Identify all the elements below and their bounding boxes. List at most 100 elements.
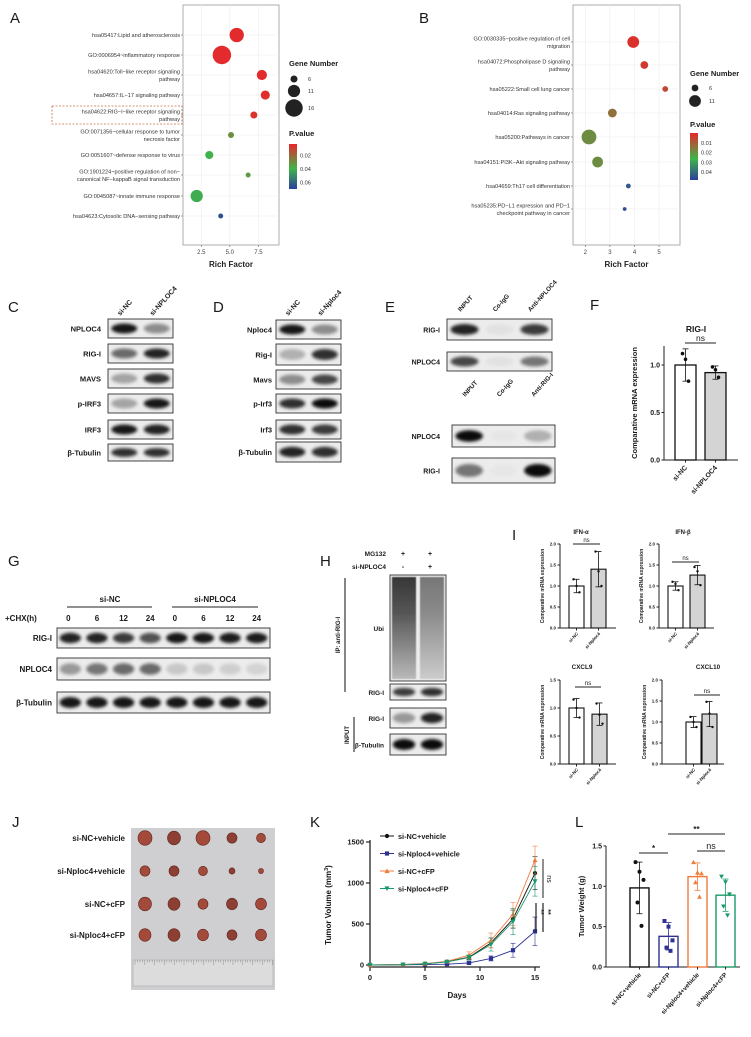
y-tick-label: 1500 xyxy=(347,838,364,847)
y-tick-label: 0.0 xyxy=(592,964,602,971)
color-legend-label: 0.04 xyxy=(300,167,311,173)
significance-label: * xyxy=(652,844,656,853)
color-legend-label: 0.02 xyxy=(701,151,712,157)
blot-band xyxy=(192,632,215,644)
blot-band xyxy=(279,398,306,409)
blot-row-label: IRF3 xyxy=(85,426,101,435)
condition-label: MG132 xyxy=(365,551,387,558)
panel-label-K: K xyxy=(310,814,320,831)
blot-row-label: β-Tubulin xyxy=(67,449,101,458)
size-legend-circle xyxy=(691,84,699,92)
size-legend-label: 6 xyxy=(308,77,311,83)
blot-row-label: RIG-I xyxy=(83,350,101,359)
panel-label-L: L xyxy=(575,814,583,831)
term-label: hsa05200:Pathways in cancer xyxy=(495,135,570,141)
time-point-label: 12 xyxy=(119,614,128,623)
blot-row-label: p-Irf3 xyxy=(253,400,272,409)
data-point xyxy=(384,868,390,874)
blot-row-label: RIG-I xyxy=(423,469,440,476)
blot-row-p-IRF3: p-IRF3 xyxy=(78,393,174,414)
x-category-label: si-NC xyxy=(685,767,697,780)
time-point-label: 24 xyxy=(146,614,155,623)
panel-label-E: E xyxy=(385,299,395,316)
blot-band xyxy=(112,663,135,675)
x-tick-label: 2.5 xyxy=(197,250,206,256)
blot-band xyxy=(485,324,514,335)
blot-band xyxy=(311,349,338,360)
blot-band xyxy=(143,373,170,384)
data-point xyxy=(572,698,575,701)
blot-band xyxy=(420,687,444,697)
x-tick-label: 7.5 xyxy=(254,250,263,256)
series-line xyxy=(369,881,536,966)
size-legend-label: 11 xyxy=(709,99,715,105)
x-category-label: si-Nploc4 xyxy=(584,631,602,650)
significance-label: ns xyxy=(585,680,592,687)
y-axis-title: Comparative mRNA expression xyxy=(630,347,639,459)
size-legend-title: Gene Number xyxy=(690,69,739,78)
data-point xyxy=(594,550,597,553)
x-tick-label: 5.0 xyxy=(226,250,235,256)
size-legend-title: Gene Number xyxy=(289,59,338,68)
y-tick-label: 1.5 xyxy=(550,678,557,683)
x-category-label: si-NC xyxy=(672,465,689,483)
blot-row-label: Ubi xyxy=(374,626,385,633)
data-point xyxy=(578,591,581,594)
y-tick-label: 0.0 xyxy=(550,626,557,631)
y-tick-label: 0.0 xyxy=(650,457,660,464)
data-point xyxy=(532,879,538,884)
y-axis-title-superscript: 3 xyxy=(324,868,330,871)
blot-panel-h: UbiRIG-IRIG-Iβ-TubulinMG132++si-NPLOC4-+… xyxy=(336,551,447,756)
tumor-row-label: si-NC+vehicle xyxy=(72,834,125,843)
chx-time-label: +CHX(h) xyxy=(5,614,37,623)
x-axis-title: Rich Factor xyxy=(209,260,253,269)
color-legend-label: 0.03 xyxy=(701,160,712,166)
blot-row-p-Irf3: p-Irf3 xyxy=(253,393,342,414)
blot-band xyxy=(143,348,170,359)
bar xyxy=(704,371,727,461)
y-tick-label: 0.5 xyxy=(650,410,660,417)
bubble-point xyxy=(627,36,640,48)
x-axis-title: Days xyxy=(447,991,467,1000)
color-legend-title: P.value xyxy=(289,129,314,138)
size-legend-label: 16 xyxy=(308,106,314,112)
significance-label: ** xyxy=(537,909,544,915)
blot-row-label: β-Tubulin xyxy=(238,448,272,457)
data-point xyxy=(532,857,538,863)
blot-band xyxy=(279,349,306,360)
y-tick-label: 1.0 xyxy=(650,362,660,369)
data-point xyxy=(575,706,578,710)
significance-label: ** xyxy=(544,909,551,915)
blot-row-label: NPLOC4 xyxy=(412,434,441,441)
data-point xyxy=(600,584,603,588)
blot-band xyxy=(524,430,552,442)
data-point xyxy=(693,565,696,569)
term-label: hsa04622:RIG−I−like receptor signaling xyxy=(82,110,180,116)
blot-band xyxy=(143,323,170,334)
size-legend-label: 11 xyxy=(308,89,314,95)
x-tick-label: 2 xyxy=(584,250,588,256)
y-tick-label: 500 xyxy=(351,920,364,929)
panel-label-B: B xyxy=(419,10,429,27)
data-point xyxy=(686,379,691,383)
time-point-label: 6 xyxy=(95,614,100,623)
tumor-row-label: si-Nploc4+vehicle xyxy=(57,867,125,876)
blot-row-Rig-I: Rig-I xyxy=(255,343,342,366)
data-point xyxy=(711,725,714,729)
data-point xyxy=(705,700,708,704)
blot-band xyxy=(520,356,549,367)
blot-row-label: Rig-I xyxy=(255,351,272,360)
blot-band xyxy=(450,324,479,335)
term-label: GO:0045087~innate immune response xyxy=(83,194,180,200)
time-point-label: 12 xyxy=(226,614,235,623)
x-category-label: si-Nploc4 xyxy=(683,631,701,650)
x-category-label: si-Nploc4 xyxy=(585,767,603,786)
data-point xyxy=(384,851,390,856)
tumor xyxy=(195,830,211,846)
blot-band xyxy=(246,663,268,675)
tumor xyxy=(226,929,238,941)
blot-row-IRF3: IRF3 xyxy=(85,419,174,440)
